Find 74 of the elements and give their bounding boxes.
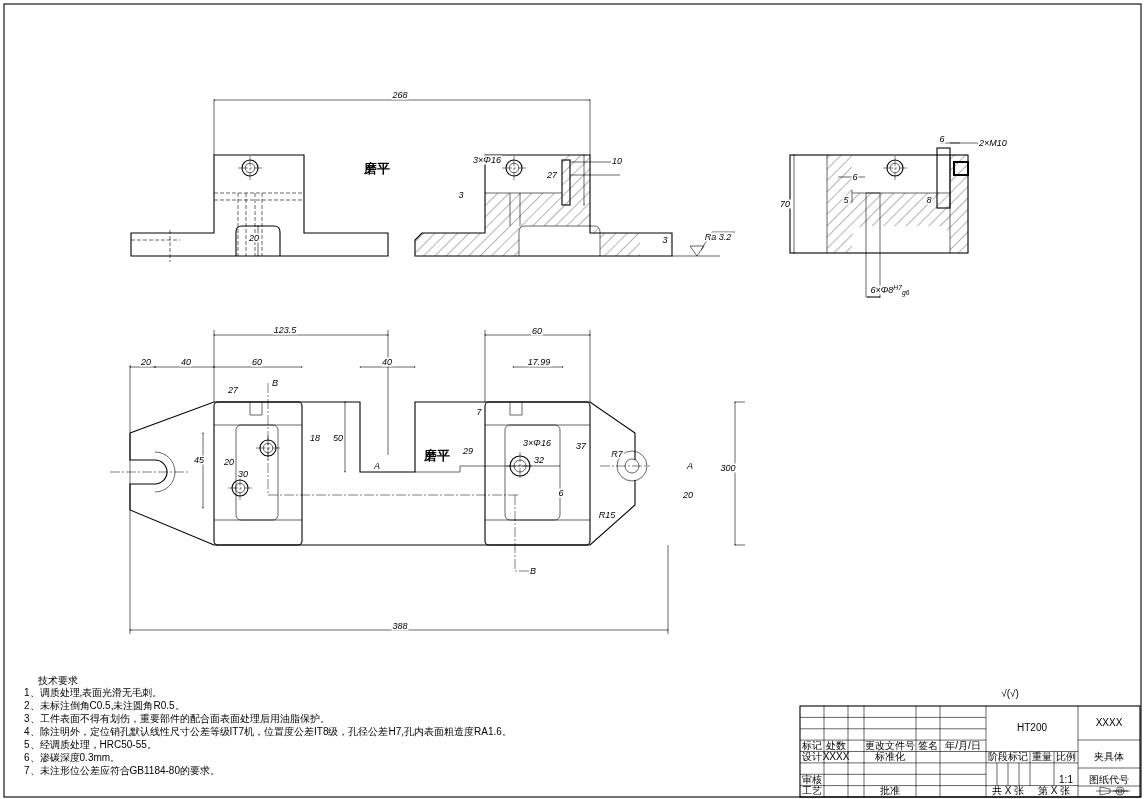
dimension-label: 60	[531, 326, 543, 336]
title-block-text: 处数	[826, 741, 846, 751]
dimension-label: 20	[140, 357, 152, 367]
title-block-text: XXXX	[822, 752, 850, 762]
dimension-label: 8	[925, 195, 933, 205]
dimension-label: 268	[391, 90, 409, 100]
title-block-text: √(√)	[1001, 689, 1019, 699]
dimension-label: 6	[851, 172, 859, 182]
dimension-label: A	[686, 461, 694, 471]
dimension-label: R7	[610, 449, 624, 459]
dimension-label: B	[529, 566, 537, 576]
title-block-text: 共 X 张	[991, 786, 1025, 796]
dimension-label: 32	[533, 455, 545, 465]
title-block-text: 重量	[1032, 752, 1052, 762]
dimension-label: 3	[457, 190, 465, 200]
dimension-label: 29	[462, 446, 474, 456]
title-block-text: 标记	[802, 741, 822, 751]
dimension-label: A	[373, 461, 381, 471]
dimension-label: 20	[682, 490, 694, 500]
requirement-note: 技术要求	[38, 676, 78, 686]
dimension-label: 123.5	[272, 325, 298, 335]
title-block-text: 更改文件号	[865, 741, 915, 751]
title-block-text: 第 X 张	[1037, 786, 1071, 796]
title-block-text: 阶段标记	[988, 752, 1028, 762]
dimension-label: 70	[779, 199, 791, 209]
dimension-label: B	[271, 378, 279, 388]
dimension-label: 7	[475, 407, 483, 417]
dimension-label: 2×M10	[978, 138, 1008, 148]
dimension-label: 30	[237, 469, 249, 479]
title-block-text: 设计	[802, 752, 822, 762]
dimension-label: 300	[719, 463, 737, 473]
title-block-text: 签名	[918, 741, 938, 751]
dimension-label: 3×Φ16	[472, 155, 502, 165]
dimension-label: 磨平	[423, 448, 451, 462]
requirement-note: 4、除注明外，定位销孔默认线性尺寸公差等级IT7机，位置度公差IT8级，孔径公差H7,孔内表面粗造度RA1.6。	[24, 727, 512, 737]
dimension-label: 45	[193, 455, 205, 465]
title-block-text: 年/月/日	[945, 741, 981, 751]
dimension-label: 3	[661, 235, 669, 245]
title-block-text: XXXX	[1095, 718, 1123, 728]
title-block-text: 1:1	[1059, 775, 1073, 785]
dimension-label: 20	[248, 233, 260, 243]
dimension-label: 27	[227, 385, 239, 395]
dimension-label: 6	[557, 488, 565, 498]
title-block-text: 审核	[802, 775, 822, 785]
requirement-note: 1、调质处理,表面光滑无毛刺。	[24, 688, 163, 698]
dimension-label: 3×Φ16	[522, 438, 552, 448]
title-block-text: 图纸代号	[1089, 775, 1129, 785]
dimension-label: 37	[575, 441, 587, 451]
dimension-label: 60	[251, 357, 263, 367]
dimension-label: 5	[842, 195, 850, 205]
dimension-label: 40	[381, 357, 393, 367]
dimension-label: 20	[223, 457, 235, 467]
dimension-label: 27	[546, 170, 558, 180]
dimension-label: 磨平	[363, 161, 391, 175]
dimension-label: R15	[597, 510, 617, 520]
title-block-text: 标准化	[875, 752, 905, 762]
requirement-note: 6、渗碳深度0.3mm。	[24, 753, 121, 763]
dimension-label: 388	[391, 621, 409, 631]
dimension-label: 10	[611, 156, 623, 166]
title-block-text: 工艺	[802, 786, 822, 796]
dimension-label: 6	[938, 134, 946, 144]
dimension-label: 50	[332, 433, 344, 443]
requirement-note: 2、未标注倒角C0.5,未注圆角R0.5。	[24, 701, 185, 711]
requirement-note: 3、工件表面不得有划伤，重要部件的配合面表面处理后用油脂保护。	[24, 714, 330, 724]
title-block-text: HT200	[1017, 723, 1047, 733]
dimension-label: 18	[309, 433, 321, 443]
dimension-label: 40	[180, 357, 192, 367]
title-block-text: 批准	[880, 786, 900, 796]
requirement-note: 7、未注形位公差应符合GB1184-80的要求。	[24, 766, 220, 776]
title-block-text: 比例	[1056, 752, 1076, 762]
requirement-note: 5、经调质处理，HRC50-55。	[24, 740, 157, 750]
dimension-label: 17.99	[526, 357, 552, 367]
dimension-label: Ra 3.2	[703, 232, 733, 242]
title-block-text: 夹具体	[1094, 752, 1124, 762]
